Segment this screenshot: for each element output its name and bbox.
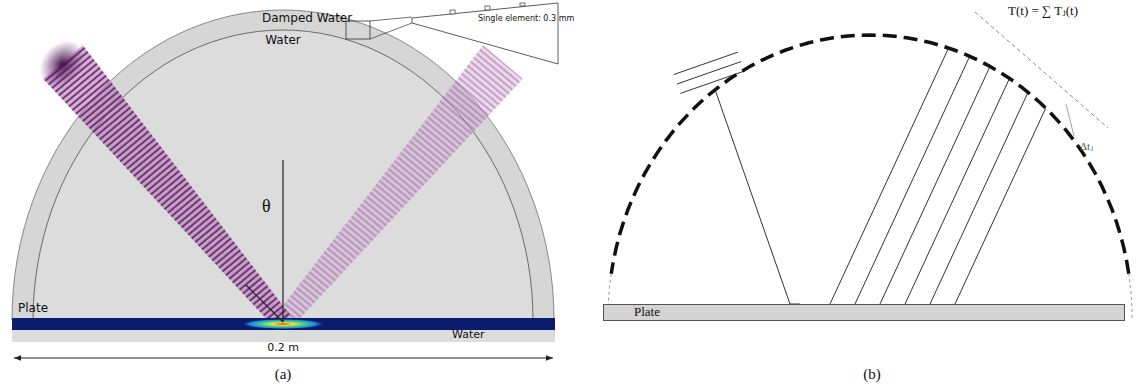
rays xyxy=(674,48,1046,320)
zoom-line xyxy=(370,23,412,39)
element-callout xyxy=(412,3,558,64)
incident-beam xyxy=(43,45,290,328)
delay-tick xyxy=(1066,104,1074,136)
ray-panel xyxy=(608,12,1132,320)
delay-label: Δtⱼ xyxy=(1080,140,1093,153)
array-arc-end xyxy=(1129,274,1132,318)
ray xyxy=(866,66,990,320)
plate-label: Plate xyxy=(634,305,1124,319)
plate-label: Plate xyxy=(18,302,48,316)
simulation-panel xyxy=(12,3,558,358)
panel-label: (b) xyxy=(863,366,881,383)
source-element xyxy=(30,31,94,97)
normal-line xyxy=(282,160,283,322)
reflected-beam xyxy=(275,45,522,328)
wavefront xyxy=(677,62,741,84)
array-arc xyxy=(611,35,1129,274)
ray xyxy=(816,48,949,320)
element-size-label: Single element: 0.3 mm xyxy=(478,14,574,23)
sum-formula: T(t) = ∑ Tⱼ(t) xyxy=(1008,4,1078,19)
angle-line xyxy=(246,285,283,322)
dimension-line xyxy=(14,358,553,359)
region-label: Water xyxy=(265,34,300,48)
wavefront xyxy=(674,52,738,74)
element-notches xyxy=(450,3,525,14)
region-label: Damped Water xyxy=(262,12,352,26)
zoom-line xyxy=(370,17,412,21)
angle-symbol: θ xyxy=(262,196,271,217)
beams xyxy=(30,31,523,328)
ray xyxy=(715,90,800,304)
tangent-line xyxy=(975,12,1108,128)
dimension-label: 0.2 m xyxy=(267,342,299,355)
ray xyxy=(941,108,1046,320)
ray xyxy=(916,92,1028,320)
ray xyxy=(841,56,970,320)
ray xyxy=(891,78,1009,320)
lower-water xyxy=(12,330,555,342)
region-label: Water xyxy=(452,329,485,342)
panel-label: (a) xyxy=(275,366,292,383)
plate-band: Plate xyxy=(603,304,1125,321)
